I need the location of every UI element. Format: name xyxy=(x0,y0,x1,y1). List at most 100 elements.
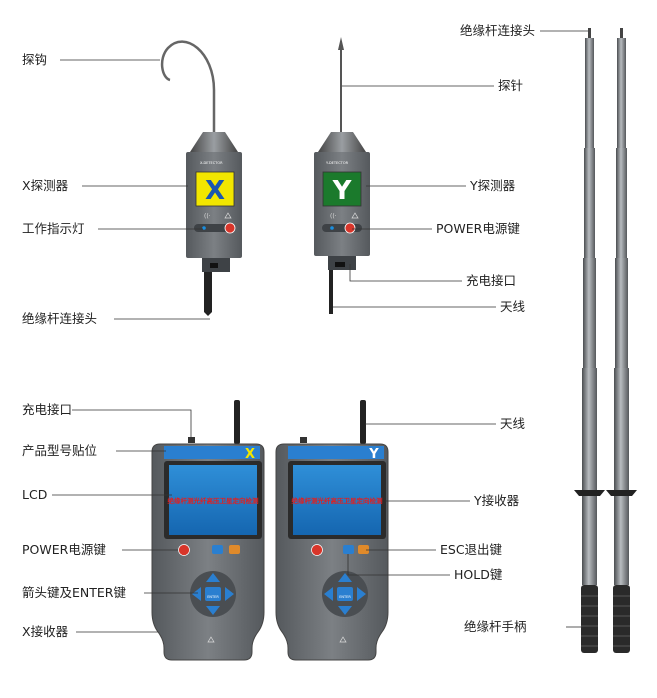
y-power-bar xyxy=(322,224,362,232)
leader-charge-port-bottom xyxy=(72,409,192,437)
y-lcd-text: 绝缘杆测光纤高压卫星定向检测 xyxy=(292,496,384,505)
y-detector-header: Y-DETECTOR xyxy=(326,161,349,165)
y-model-label-area xyxy=(288,446,384,459)
callout-labels: 探钩 X探测器 工作指示灯 绝缘杆连接头 探针 Y探测器 POWER电源键 充电… xyxy=(22,23,535,639)
y-arrow-right-key[interactable] xyxy=(357,587,366,601)
label-charge-port-bottom: 充电接口 xyxy=(22,402,72,417)
y-charge-port xyxy=(335,262,345,267)
label-pole-handle: 绝缘杆手柄 xyxy=(464,619,527,634)
y-arrow-up-key[interactable] xyxy=(338,573,352,582)
label-pole-connector-top: 绝缘杆连接头 xyxy=(460,23,535,38)
right-pole-seg-3 xyxy=(615,258,628,368)
label-probe: 探针 xyxy=(498,78,523,93)
x-receiver-hold-button[interactable] xyxy=(212,545,223,554)
y-wave-icon: ((· xyxy=(330,213,337,220)
x-wave-icon: ((· xyxy=(204,213,211,220)
x-detector-cap xyxy=(190,132,238,152)
label-hold-key: HOLD键 xyxy=(454,567,503,582)
x-arrow-up-key[interactable] xyxy=(206,573,220,582)
x-warning-icon xyxy=(224,212,232,219)
y-detector-face xyxy=(322,171,362,207)
x-arrow-left-key[interactable] xyxy=(192,587,201,601)
y-antenna xyxy=(329,270,333,314)
x-power-bar xyxy=(194,224,234,232)
insulated-poles xyxy=(574,28,637,653)
y-receiver: Y 绝缘杆测光纤高压卫星定向检测 ENTER xyxy=(275,400,389,661)
label-y-receiver: Y接收器 xyxy=(473,493,520,508)
x-work-indicator-light xyxy=(202,226,206,230)
label-antenna-bottom: 天线 xyxy=(500,416,526,431)
x-detector-header: X-DETECTOR xyxy=(200,161,223,165)
y-warning-icon xyxy=(351,212,359,219)
x-receiver-antenna xyxy=(234,400,240,444)
left-pole-guard xyxy=(574,490,605,496)
left-pole-tip xyxy=(588,28,591,38)
probe xyxy=(338,37,344,132)
y-arrow-left-key[interactable] xyxy=(324,587,333,601)
right-pole-seg-1 xyxy=(617,38,626,148)
label-x-detector: X探测器 xyxy=(22,178,69,193)
x-enter-key[interactable] xyxy=(205,587,221,601)
x-receiver: X 绝缘杆测光纤高压卫星定向检测 ENTER xyxy=(151,400,265,661)
left-pole-handle xyxy=(581,585,598,653)
x-receiver-power-button[interactable] xyxy=(178,544,190,556)
hook xyxy=(160,40,216,132)
x-enter-key-label: ENTER xyxy=(207,595,219,599)
right-pole-tip xyxy=(620,28,623,38)
label-esc-key: ESC退出键 xyxy=(440,542,503,557)
x-arrow-down-key[interactable] xyxy=(206,606,220,615)
y-receiver-esc-button[interactable] xyxy=(358,545,369,554)
label-work-indicator: 工作指示灯 xyxy=(22,221,85,236)
y-receiver-antenna xyxy=(360,400,366,444)
y-power-button[interactable] xyxy=(344,222,356,234)
right-pole-seg-5 xyxy=(614,495,629,585)
x-pole-connector xyxy=(204,272,212,316)
x-lcd xyxy=(169,465,257,535)
label-x-receiver: X接收器 xyxy=(22,624,69,639)
leader-charge-port-top xyxy=(349,264,462,282)
left-pole-seg-3 xyxy=(583,258,596,368)
label-pole-connector-left: 绝缘杆连接头 xyxy=(22,311,97,326)
left-pole-grip-rings xyxy=(581,595,598,647)
right-pole-seg-2 xyxy=(616,148,627,258)
label-hook: 探钩 xyxy=(22,52,47,67)
x-receiver-letter: X xyxy=(245,447,255,462)
x-detector: X-DETECTOR X ((· xyxy=(160,40,242,316)
y-warning-icon-bottom xyxy=(339,636,347,643)
left-pole-seg-4 xyxy=(582,368,597,490)
label-arrow-enter-keys: 箭头键及ENTER键 xyxy=(22,585,126,600)
x-charge-port xyxy=(210,263,218,268)
x-warning-icon-bottom xyxy=(207,636,215,643)
right-pole-guard xyxy=(606,490,637,496)
x-model-label-area xyxy=(164,446,260,459)
y-receiver-letter: Y xyxy=(368,447,379,462)
label-lcd: LCD xyxy=(22,487,47,502)
y-indicator-light xyxy=(330,226,334,230)
label-charge-port-top: 充电接口 xyxy=(466,273,516,288)
x-arrow-right-key[interactable] xyxy=(225,587,234,601)
y-detector-cap xyxy=(318,132,366,152)
x-power-button[interactable] xyxy=(224,222,236,234)
y-receiver-power-button[interactable] xyxy=(311,544,323,556)
leader-hold-key xyxy=(347,554,450,576)
left-pole-seg-2 xyxy=(584,148,595,258)
y-detector: Y-DETECTOR Y ((· xyxy=(314,37,370,314)
y-arrow-down-key[interactable] xyxy=(338,606,352,615)
y-receiver-charge-port xyxy=(300,437,307,443)
y-lcd xyxy=(293,465,381,535)
right-pole-grip-rings xyxy=(613,595,630,647)
y-enter-key[interactable] xyxy=(337,587,353,601)
right-pole-handle xyxy=(613,585,630,653)
x-receiver-esc-button[interactable] xyxy=(229,545,240,554)
left-pole-seg-5 xyxy=(582,495,597,585)
y-receiver-hold-button[interactable] xyxy=(343,545,354,554)
y-detector-letter: Y xyxy=(332,176,353,206)
label-antenna-top: 天线 xyxy=(500,299,526,314)
x-detector-face xyxy=(195,171,235,207)
label-model-label-position: 产品型号贴位 xyxy=(22,443,97,458)
leader-lines xyxy=(52,30,588,633)
label-power-key-top: POWER电源键 xyxy=(436,221,520,236)
x-detector-letter: X xyxy=(205,176,225,206)
x-lcd-text: 绝缘杆测光纤高压卫星定向检测 xyxy=(168,496,260,505)
